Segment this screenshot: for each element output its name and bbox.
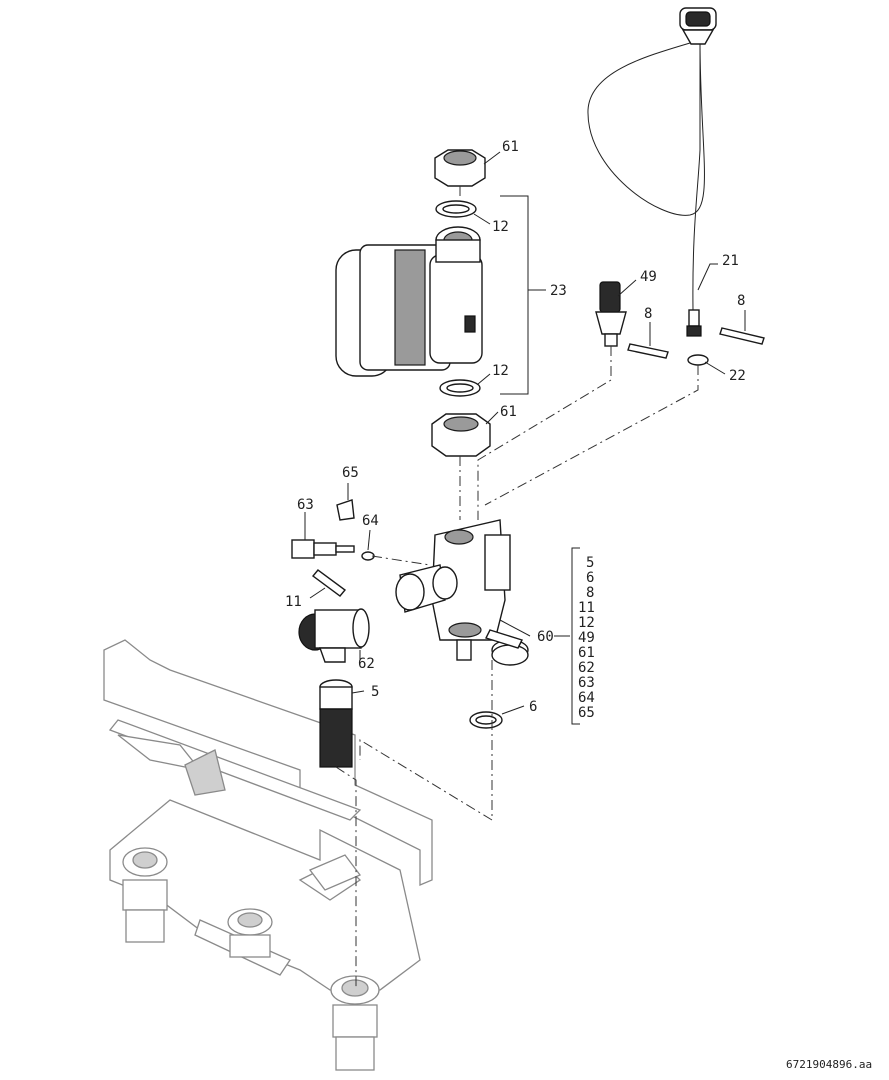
seal-ring-bottom xyxy=(439,379,481,397)
callout-61-bottom: 61 xyxy=(500,404,517,420)
callout-8-left: 8 xyxy=(644,306,652,322)
corrugated-pipe xyxy=(319,679,353,768)
pump-assembly xyxy=(335,226,483,377)
retaining-clip-left xyxy=(627,343,669,359)
callout-63: 63 xyxy=(297,497,314,513)
callout-64: 64 xyxy=(362,513,379,529)
assembly-axes xyxy=(335,186,699,990)
leader-lines xyxy=(304,151,746,725)
group-item: 65 xyxy=(578,705,595,721)
retaining-clip-right xyxy=(719,327,765,345)
frame-fittings xyxy=(122,847,380,1071)
group-item: 64 xyxy=(578,690,595,706)
drawing-reference: 6721904896.aa xyxy=(786,1058,872,1071)
callout-8-right: 8 xyxy=(737,293,745,309)
callout-62: 62 xyxy=(358,656,375,672)
group-item: 12 xyxy=(578,615,595,631)
pressure-sensor xyxy=(595,281,627,347)
callout-23: 23 xyxy=(550,283,567,299)
union-nut-bottom xyxy=(431,413,491,457)
callout-12-bottom: 12 xyxy=(492,363,509,379)
temperature-sensor xyxy=(291,539,355,559)
group-item: 62 xyxy=(578,660,595,676)
sensor-cable xyxy=(587,7,717,337)
spring-clip xyxy=(311,569,347,597)
callout-61-top: 61 xyxy=(502,139,519,155)
callout-21: 21 xyxy=(722,253,739,269)
seal-ring-top xyxy=(435,200,477,218)
callout-65: 65 xyxy=(342,465,359,481)
hydraulic-block xyxy=(395,519,529,666)
seal-ring-6 xyxy=(469,711,503,729)
mounting-frame xyxy=(103,639,433,991)
group-item: 49 xyxy=(578,630,595,646)
valve-cartridge xyxy=(298,608,370,663)
callout-11: 11 xyxy=(285,594,302,610)
callout-labels: 61 12 23 12 61 49 21 8 8 22 65 63 64 11 … xyxy=(285,139,746,715)
callout-5: 5 xyxy=(371,684,379,700)
callout-22: 22 xyxy=(729,368,746,384)
o-ring-22 xyxy=(687,354,709,366)
union-nut-top xyxy=(434,149,486,187)
group-item: 5 xyxy=(586,555,594,571)
group-item: 6 xyxy=(586,570,594,586)
callout-49: 49 xyxy=(640,269,657,285)
callout-60: 60 xyxy=(537,629,554,645)
sensor-clip xyxy=(336,499,355,521)
group-item: 8 xyxy=(586,585,594,601)
callout-6: 6 xyxy=(529,699,537,715)
group-item: 11 xyxy=(578,600,595,616)
group-item: 61 xyxy=(578,645,595,661)
callout-12-top: 12 xyxy=(492,219,509,235)
group-60-list: 5 6 8 11 12 49 61 62 63 64 65 xyxy=(578,555,595,721)
group-item: 63 xyxy=(578,675,595,691)
